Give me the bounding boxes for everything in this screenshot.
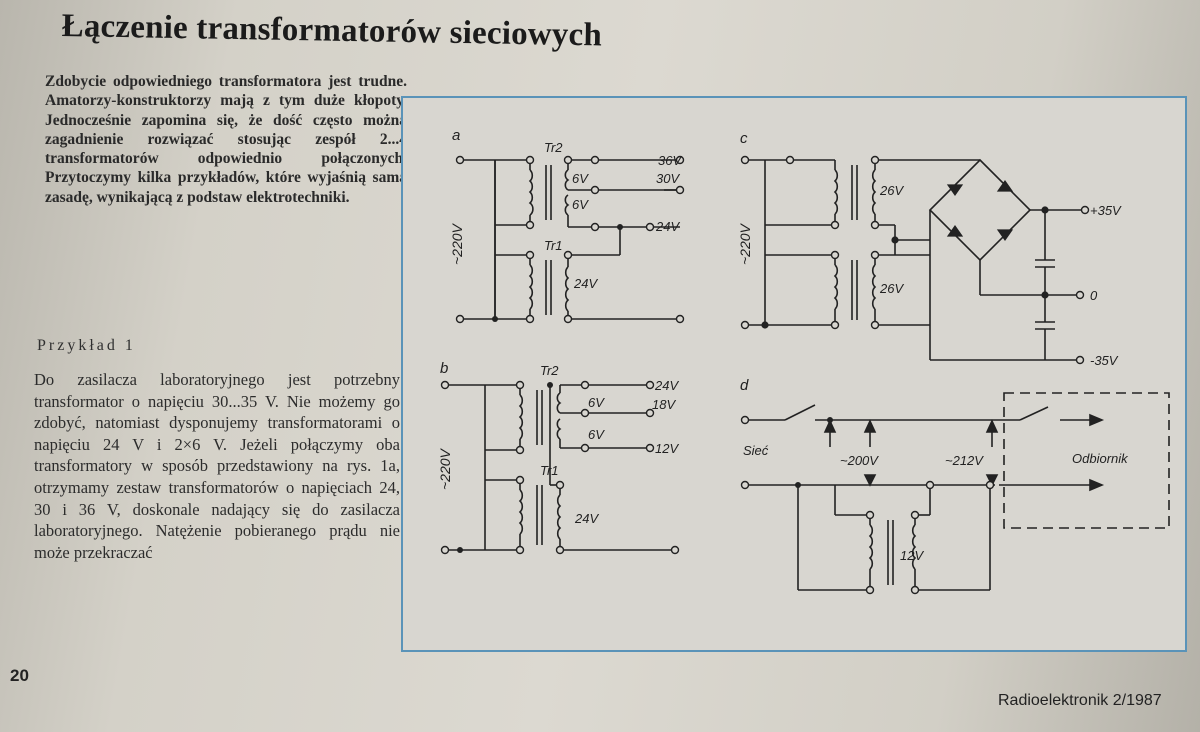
diagram-a-input: ~220V <box>449 222 465 265</box>
diagram-b-w1: 6V <box>588 395 605 410</box>
article-title: Łączenie transformatorów sieciowych <box>61 8 603 54</box>
diagram-b-tr2: Tr2 <box>540 363 559 378</box>
example-heading: Przykład 1 <box>37 337 136 354</box>
diagram-b-label: b <box>440 360 448 377</box>
diagram-b-w3: 24V <box>574 511 599 526</box>
diagram-a-out1: 36V <box>658 153 682 168</box>
circuit-diagrams-svg: a Tr2 Tr1 6V 6V 24V 36V 30V 24V ~220V <box>401 96 1187 652</box>
diagram-a-tr1: Tr1 <box>544 238 563 253</box>
diagram-a-out3: 24V <box>655 219 680 234</box>
figure-frame <box>401 96 1187 652</box>
diagram-b-input: ~220V <box>437 447 453 490</box>
diagram-b-out3: 12V <box>655 441 679 456</box>
circuit-figure: a Tr2 Tr1 6V 6V 24V 36V 30V 24V ~220V <box>400 95 1188 655</box>
diagram-d <box>745 392 1170 591</box>
diagram-c-out2: 0 <box>1090 288 1098 303</box>
article-body: Do zasilacza laboratoryjnego jest potrze… <box>34 370 400 562</box>
diagram-c-w1: 26V <box>879 183 904 198</box>
diagram-a-tr2: Tr2 <box>544 140 563 155</box>
diagram-a-w2: 6V <box>572 197 589 212</box>
diagram-a-w1: 6V <box>572 171 589 186</box>
diagram-c-w2: 26V <box>879 281 904 296</box>
article-intro: Zdobycie odpowiedniego transformatora je… <box>45 73 407 206</box>
diagram-d-load: Odbiornik <box>1072 451 1129 466</box>
diagram-b-out1: 24V <box>654 378 679 393</box>
page-number: 20 <box>10 666 29 685</box>
diagram-c-input: ~220V <box>737 222 753 265</box>
diagram-d-v2: ~212V <box>945 453 984 468</box>
diagram-a-out2: 30V <box>656 171 680 186</box>
diagram-c-out1: +35V <box>1090 203 1122 218</box>
diagram-d-siec: Sieć <box>743 443 769 458</box>
diagram-a <box>460 159 680 320</box>
diagram-c-out3: -35V <box>1090 353 1119 368</box>
diagram-b <box>445 384 675 551</box>
diagram-b-out2: 18V <box>652 397 676 412</box>
magazine-footer: Radioelektronik 2/1987 <box>998 692 1162 709</box>
diagram-b-w2: 6V <box>588 427 605 442</box>
diagram-d-w: 12V <box>900 548 924 563</box>
diagram-b-tr1: Tr1 <box>540 463 559 478</box>
diagram-a-label: a <box>452 127 460 144</box>
diagram-a-w3: 24V <box>573 276 598 291</box>
diagram-d-v1: ~200V <box>840 453 879 468</box>
diagram-c-label: c <box>740 130 748 147</box>
diagram-d-label: d <box>740 377 749 394</box>
